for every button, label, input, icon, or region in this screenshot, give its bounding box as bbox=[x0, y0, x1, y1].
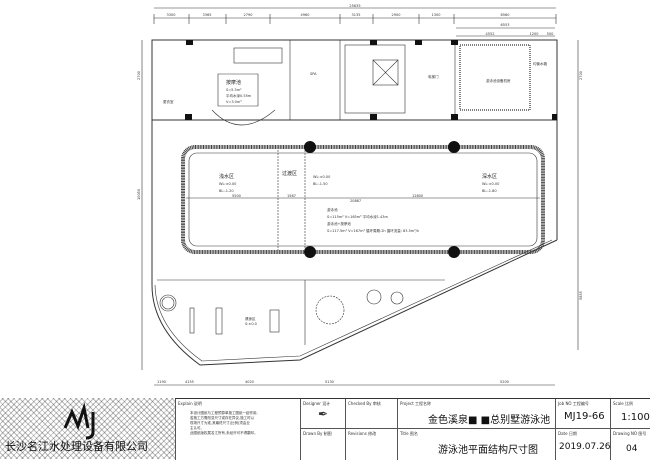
svg-text:12800: 12800 bbox=[412, 194, 423, 198]
svg-text:过渡区: 过渡区 bbox=[282, 170, 297, 177]
svg-text:2790: 2790 bbox=[244, 13, 253, 17]
designer-signature: ✒ bbox=[317, 407, 329, 421]
floor-plan-drawing: 25635 3300 3365 2790 4960 3135 2900 1300… bbox=[137, 4, 583, 386]
svg-text:4155: 4155 bbox=[185, 380, 194, 384]
svg-text:深水区: 深水区 bbox=[482, 173, 497, 180]
svg-text:游泳池设备机房: 游泳池设备机房 bbox=[486, 78, 511, 83]
explain-label: Explain 说明 bbox=[178, 401, 202, 406]
pool-labels: 浅水区 WL:±0.00 BL:-1.20 过渡区 WL:±0.00 BL:-1… bbox=[219, 170, 499, 233]
bottom-dimensions: 1190 4155 4020 5130 5200 bbox=[154, 380, 555, 386]
company-logo: 长沙名江水处理设备有限公司 bbox=[0, 398, 175, 459]
date-value: 2019.07.26 bbox=[559, 442, 611, 452]
svg-text:S=5.5m²: S=5.5m² bbox=[226, 88, 242, 92]
svg-text:2700: 2700 bbox=[137, 71, 141, 80]
svg-text:5130: 5130 bbox=[325, 380, 334, 384]
svg-text:电梯门: 电梯门 bbox=[428, 74, 439, 79]
svg-text:20867: 20867 bbox=[350, 199, 361, 203]
svg-text:WL:±0.00: WL:±0.00 bbox=[482, 182, 499, 186]
landscape-items bbox=[159, 289, 404, 335]
svg-text:健身区: 健身区 bbox=[245, 316, 256, 321]
explain-text: 本设计图纸与工程预算单施工图纸一起作用,若施工方需改变尺寸或存在异议,施工时以现… bbox=[190, 411, 258, 435]
building-walls bbox=[151, 39, 558, 366]
svg-text:500: 500 bbox=[547, 32, 554, 36]
title-cell: Title 图名游泳池平面结构尺寸图 bbox=[397, 429, 555, 460]
svg-text:5855: 5855 bbox=[579, 291, 583, 300]
explain-cell: Explain 说明 本设计图纸与工程预算单施工图纸一起作用,若施工方需改变尺寸… bbox=[175, 399, 300, 460]
svg-text:S=117.5m² V=167m³ 循环周期:2h 循: S=117.5m² V=167m³ 循环周期:2h 循环流量: 83.5m³/h bbox=[327, 228, 419, 233]
svg-text:BL:-1.50: BL:-1.50 bbox=[313, 182, 328, 186]
title-block: Explain 说明 本设计图纸与工程预算单施工图纸一起作用,若施工方需改变尺寸… bbox=[175, 398, 650, 460]
svg-text:2900: 2900 bbox=[392, 13, 401, 17]
svg-text:WL:±0.00: WL:±0.00 bbox=[219, 182, 236, 186]
svg-text:3300: 3300 bbox=[167, 13, 176, 17]
svg-text:3365: 3365 bbox=[203, 13, 212, 17]
svg-text:S:±0.0: S:±0.0 bbox=[245, 322, 257, 326]
svg-text:4020: 4020 bbox=[245, 380, 254, 384]
svg-text:BL:-1.80: BL:-1.80 bbox=[482, 189, 497, 193]
swimming-pool bbox=[181, 141, 545, 258]
svg-text:4552: 4552 bbox=[486, 32, 495, 36]
revisions-cell: Revisions 修改 bbox=[345, 429, 397, 460]
svg-text:浅水区: 浅水区 bbox=[219, 173, 234, 180]
svg-text:S=115m² V=165m³ 平均水深1.43m: S=115m² V=165m³ 平均水深1.43m bbox=[327, 214, 388, 219]
svg-text:V=3.0m³: V=3.0m³ bbox=[226, 100, 242, 104]
svg-text:4960: 4960 bbox=[301, 13, 310, 17]
svg-text:BL:-1.20: BL:-1.20 bbox=[219, 189, 234, 193]
designer-cell: Designer 设计✒ bbox=[300, 399, 345, 429]
svg-text:游泳池: 游泳池 bbox=[327, 207, 338, 212]
company-name: 长沙名江水处理设备有限公司 bbox=[5, 440, 148, 453]
dim-total: 25635 bbox=[349, 4, 360, 8]
svg-text:平均水深0.55m: 平均水深0.55m bbox=[226, 93, 252, 98]
svg-text:10050: 10050 bbox=[137, 189, 141, 200]
scale-value: 1:100 bbox=[621, 412, 650, 423]
svg-text:1200: 1200 bbox=[530, 32, 539, 36]
svg-text:WL:±0.00: WL:±0.00 bbox=[313, 175, 330, 179]
svg-text:6553: 6553 bbox=[501, 23, 510, 27]
side-dimensions: 2700 10050 5855 2700 bbox=[137, 40, 583, 370]
drawing-number: 04 bbox=[626, 444, 638, 454]
svg-text:按摩池: 按摩池 bbox=[226, 79, 241, 86]
drawing-title: 游泳池平面结构尺寸图 bbox=[438, 445, 538, 456]
svg-text:更衣室: 更衣室 bbox=[163, 99, 174, 104]
project-name: 金色溪泉■ ■总别墅游泳池 bbox=[428, 415, 551, 426]
room-labels: 按摩池 S=5.5m² 平均水深0.55m V=3.0m³ SPA 游泳池设备机… bbox=[163, 61, 547, 326]
svg-text:均衡水箱: 均衡水箱 bbox=[533, 61, 547, 66]
svg-text:2700: 2700 bbox=[579, 71, 583, 80]
svg-text:1567: 1567 bbox=[287, 194, 296, 198]
svg-text:1300: 1300 bbox=[432, 13, 441, 17]
mj-logo-icon bbox=[63, 402, 95, 440]
top-dimensions: 25635 3300 3365 2790 4960 3135 2900 1300… bbox=[153, 4, 557, 37]
project-cell: Project 工程名称金色溪泉■ ■总别墅游泳池 bbox=[397, 399, 555, 429]
svg-text:5500: 5500 bbox=[232, 194, 241, 198]
svg-text:游泳池+按摩池: 游泳池+按摩池 bbox=[327, 221, 351, 226]
svg-text:SPA: SPA bbox=[310, 72, 317, 76]
drawn-cell: Drawn By 制图 bbox=[300, 429, 345, 460]
svg-text:1190: 1190 bbox=[157, 380, 166, 384]
job-number: MJ19-66 bbox=[564, 411, 605, 422]
svg-text:3135: 3135 bbox=[352, 13, 361, 17]
svg-text:6560: 6560 bbox=[501, 13, 510, 17]
svg-text:5200: 5200 bbox=[500, 380, 509, 384]
checked-cell: Checked By 审核 bbox=[345, 399, 397, 429]
